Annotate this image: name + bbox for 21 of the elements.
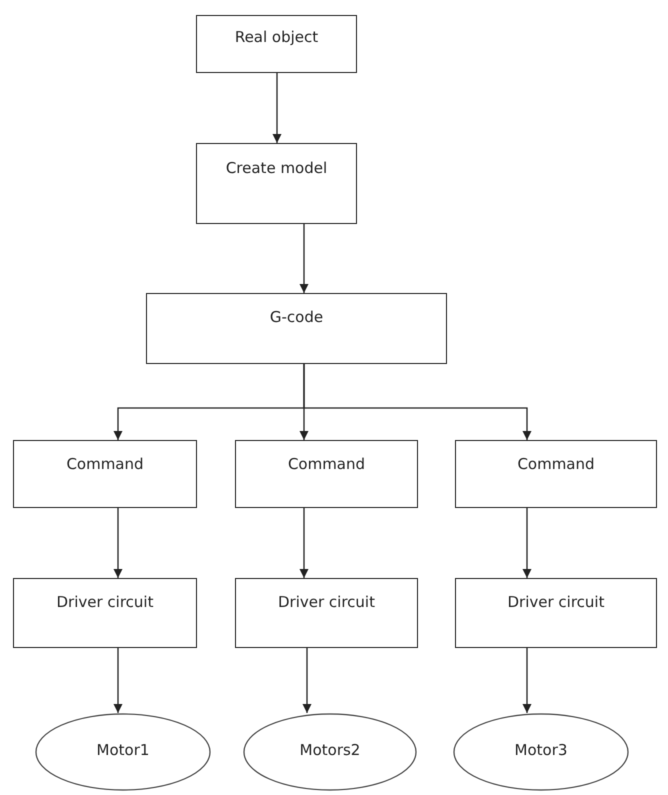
process-box: Command xyxy=(455,440,657,508)
arrow xyxy=(300,508,308,578)
ellipse-node: Motor3 xyxy=(453,713,629,791)
arrow xyxy=(114,648,122,713)
process-box: G-code xyxy=(146,293,447,364)
arrow xyxy=(303,364,532,440)
ellipse-node: Motors2 xyxy=(243,713,417,791)
ellipse-node: Motor1 xyxy=(35,713,211,791)
process-box: Command xyxy=(13,440,197,508)
process-box: Command xyxy=(235,440,418,508)
process-box: Real object xyxy=(196,15,357,73)
process-box: Driver circuit xyxy=(455,578,657,648)
process-box: Create model xyxy=(196,143,357,224)
process-box: Driver circuit xyxy=(13,578,197,648)
arrow xyxy=(522,648,532,713)
arrow xyxy=(300,224,308,293)
arrow xyxy=(272,73,282,143)
arrow xyxy=(302,648,312,713)
arrow xyxy=(114,508,122,578)
process-box: Driver circuit xyxy=(235,578,418,648)
arrow xyxy=(522,508,532,578)
